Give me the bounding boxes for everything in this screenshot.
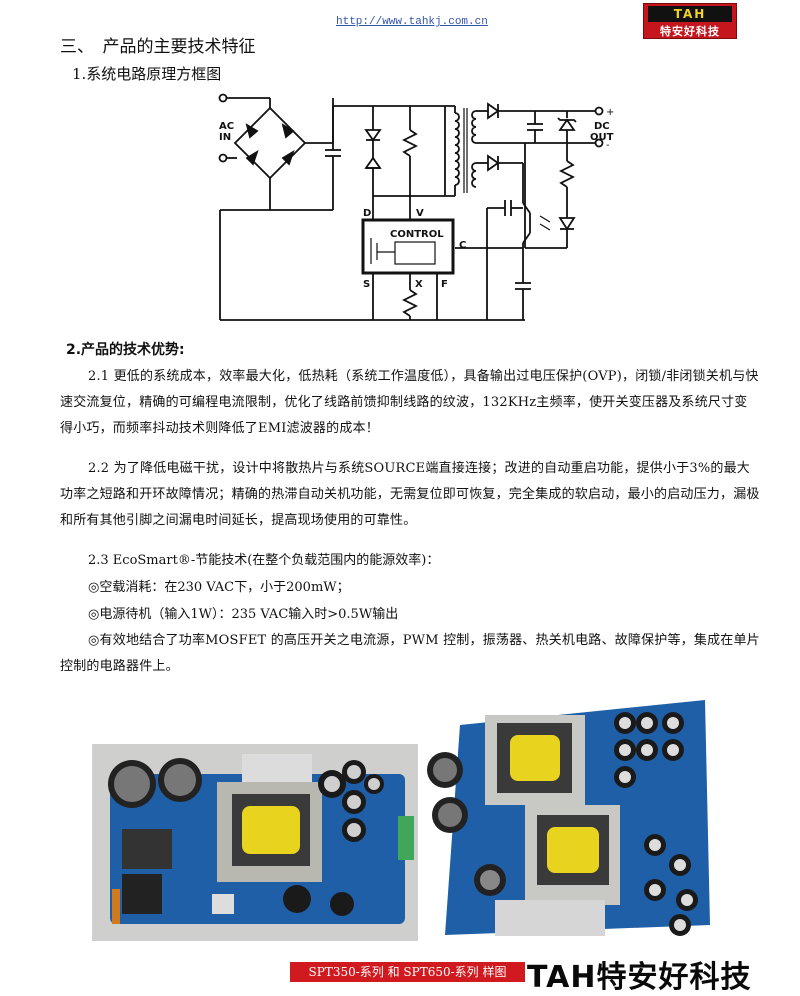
clamp-diode-icon [364, 129, 382, 142]
resistor-icon [401, 129, 419, 157]
paragraph-2-2: 2.2 为了降低电磁干扰，设计中将散热片与系统SOURCE端直接连接；改进的自动… [60, 461, 760, 528]
bullet-integration: ◎有效地结合了功率MOSFET 的高压开关之电流源，PWM 控制，振荡器、热关机… [60, 633, 760, 674]
zener-diode-icon [558, 118, 576, 131]
resistor-icon [558, 160, 576, 188]
brand-wordmark: TAH特安好科技 [527, 960, 752, 995]
bias-winding-icon [471, 162, 477, 188]
logo-letters: TAH [648, 6, 732, 22]
photo-caption: SPT350-系列 和 SPT650-系列 样图 [290, 962, 525, 982]
paragraph-2-1: 2.1 更低的系统成本，效率最大化，低热耗（系统工作温度低），具备输出过电压保护… [60, 369, 759, 436]
transformer-primary-icon [454, 112, 460, 186]
advantages-title: 2.产品的技术优势: [66, 342, 185, 358]
bridge-diode-icon [245, 123, 259, 139]
bias-diode-icon [487, 154, 500, 172]
optocoupler-led-icon [558, 217, 576, 231]
pin-v-label: V [416, 208, 424, 219]
logo-subtitle: 特安好科技 [660, 25, 720, 38]
clamp-diode-icon [364, 156, 382, 169]
pin-f-label: F [441, 279, 448, 290]
circuit-subtitle: 1.系统电路原理方框图 [72, 65, 222, 83]
control-label: CONTROL [390, 229, 444, 240]
pin-x-label: X [415, 279, 423, 290]
resistor-icon [401, 289, 419, 317]
bullet-standby: ◎电源待机（输入1W）：235 VAC输入时>0.5W输出 [88, 607, 399, 622]
dc-plus-label: + [606, 107, 614, 118]
dc-minus-label: - [606, 140, 610, 151]
bridge-diode-icon [281, 149, 295, 166]
pin-s-label: S [363, 279, 370, 290]
ac-in-label-2: IN [219, 132, 231, 143]
tah-logo: TAH 特安好科技 [643, 3, 737, 39]
dc-out-label-2: OUT [590, 132, 614, 143]
output-diode-icon [487, 102, 500, 120]
circuit-diagram: AC IN [218, 93, 614, 321]
transformer-secondary-icon [471, 110, 477, 144]
pin-d-label: D [363, 208, 371, 219]
spt650-board-photo [425, 695, 720, 941]
website-url[interactable]: http://www.tahkj.com.cn [336, 16, 488, 28]
paragraph-2-3-title: 2.3 EcoSmart®-节能技术(在整个负载范围内的能源效率)： [88, 553, 440, 568]
bridge-diode-icon [281, 123, 295, 139]
pin-c-label: C [459, 240, 466, 251]
section-title: 三、 产品的主要技术特征 [60, 37, 256, 57]
bullet-no-load: ◎空载消耗：在230 VAC下，小于200mW； [88, 580, 350, 595]
dc-out-label: DC [594, 121, 610, 132]
spt350-board-photo [92, 744, 418, 941]
ac-in-label: AC [219, 121, 234, 132]
bridge-diode-icon [245, 149, 259, 166]
